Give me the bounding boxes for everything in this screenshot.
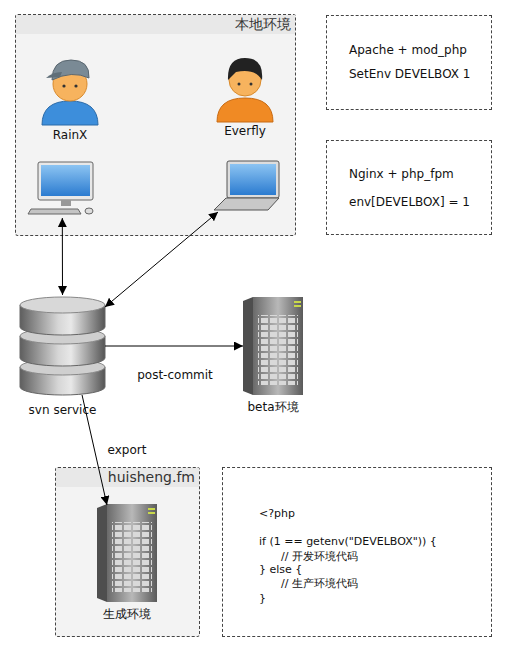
text-line: } else { xyxy=(259,562,302,578)
monitor-frame xyxy=(38,162,93,200)
person-face xyxy=(229,64,261,96)
group-heading: huisheng.fm xyxy=(56,468,199,487)
database-disk-top xyxy=(20,328,105,344)
config-box: Nginx + php_fpm env[DEVELBOX] = 1 xyxy=(326,140,492,235)
environment-group: huisheng.fm 生成环境 xyxy=(55,467,200,637)
text-line: Nginx + php_fpm xyxy=(349,166,454,182)
developer-node: Everfly xyxy=(200,50,290,212)
laptop-lid xyxy=(227,161,279,198)
laptop-screen xyxy=(230,164,276,195)
person-hair xyxy=(228,58,262,80)
server-icon xyxy=(97,504,157,602)
node-label: RainX xyxy=(22,127,118,143)
edge-label: post-commit xyxy=(137,367,213,383)
server-node: 生成环境 xyxy=(95,505,158,600)
database-disk xyxy=(20,305,105,335)
text-line: // 生产环境代码 xyxy=(281,576,358,592)
node-label: beta环境 xyxy=(213,399,333,415)
person-cap-brim xyxy=(46,72,62,78)
laptop-icon xyxy=(214,161,279,210)
text-line: } xyxy=(259,591,266,607)
person-icon xyxy=(42,60,98,125)
connector-arrow xyxy=(62,218,63,295)
text-line: SetEnv DEVELBOX 1 xyxy=(349,66,470,82)
monitor-screen xyxy=(41,165,90,196)
database-disk xyxy=(20,367,105,395)
person-eye xyxy=(238,83,241,86)
person-eye xyxy=(74,84,77,87)
mouse xyxy=(85,208,93,214)
connector-arrow xyxy=(105,346,243,347)
text-line: // 开发环境代码 xyxy=(281,549,358,565)
database-disk xyxy=(20,336,105,366)
node-label: Everfly xyxy=(200,123,290,139)
text-line: <?php xyxy=(259,506,295,522)
group-heading: 本地环境 xyxy=(16,15,295,34)
person-eye xyxy=(62,84,65,87)
text-line: Apache + mod_php xyxy=(349,42,467,58)
server-node: beta环境 xyxy=(243,297,303,395)
laptop-base xyxy=(214,198,279,210)
developer-node: RainX xyxy=(22,50,118,218)
person-icon xyxy=(217,58,273,122)
database-icon xyxy=(20,297,105,395)
code-box: <?php if (1 == getenv("DEVELBOX")) {// 开发… xyxy=(222,467,492,637)
connector-arrow xyxy=(105,212,218,307)
person-cap xyxy=(52,60,89,80)
keyboard xyxy=(28,209,81,214)
repository-node: svn service xyxy=(20,295,105,395)
database-disk-top xyxy=(20,359,105,375)
config-box: Apache + mod_phpSetEnv DEVELBOX 1 xyxy=(326,15,492,110)
edge-label: export xyxy=(108,442,147,458)
server-icon xyxy=(243,297,303,395)
monitor-stand xyxy=(61,200,71,206)
desktop-computer-icon xyxy=(28,162,93,214)
environment-group: 本地环境 RainX Everfly xyxy=(15,14,296,236)
database-disk-top xyxy=(20,297,105,313)
text-line: env[DEVELBOX] = 1 xyxy=(349,194,470,210)
person-eye xyxy=(250,83,253,86)
node-label: svn service xyxy=(0,402,125,418)
person-face xyxy=(53,67,87,101)
person-hoodie xyxy=(217,98,273,122)
text-line: if (1 == getenv("DEVELBOX")) { xyxy=(259,534,437,550)
person-shirt xyxy=(42,101,98,125)
connector-arrow xyxy=(82,395,107,505)
node-label: 生成环境 xyxy=(65,606,188,622)
